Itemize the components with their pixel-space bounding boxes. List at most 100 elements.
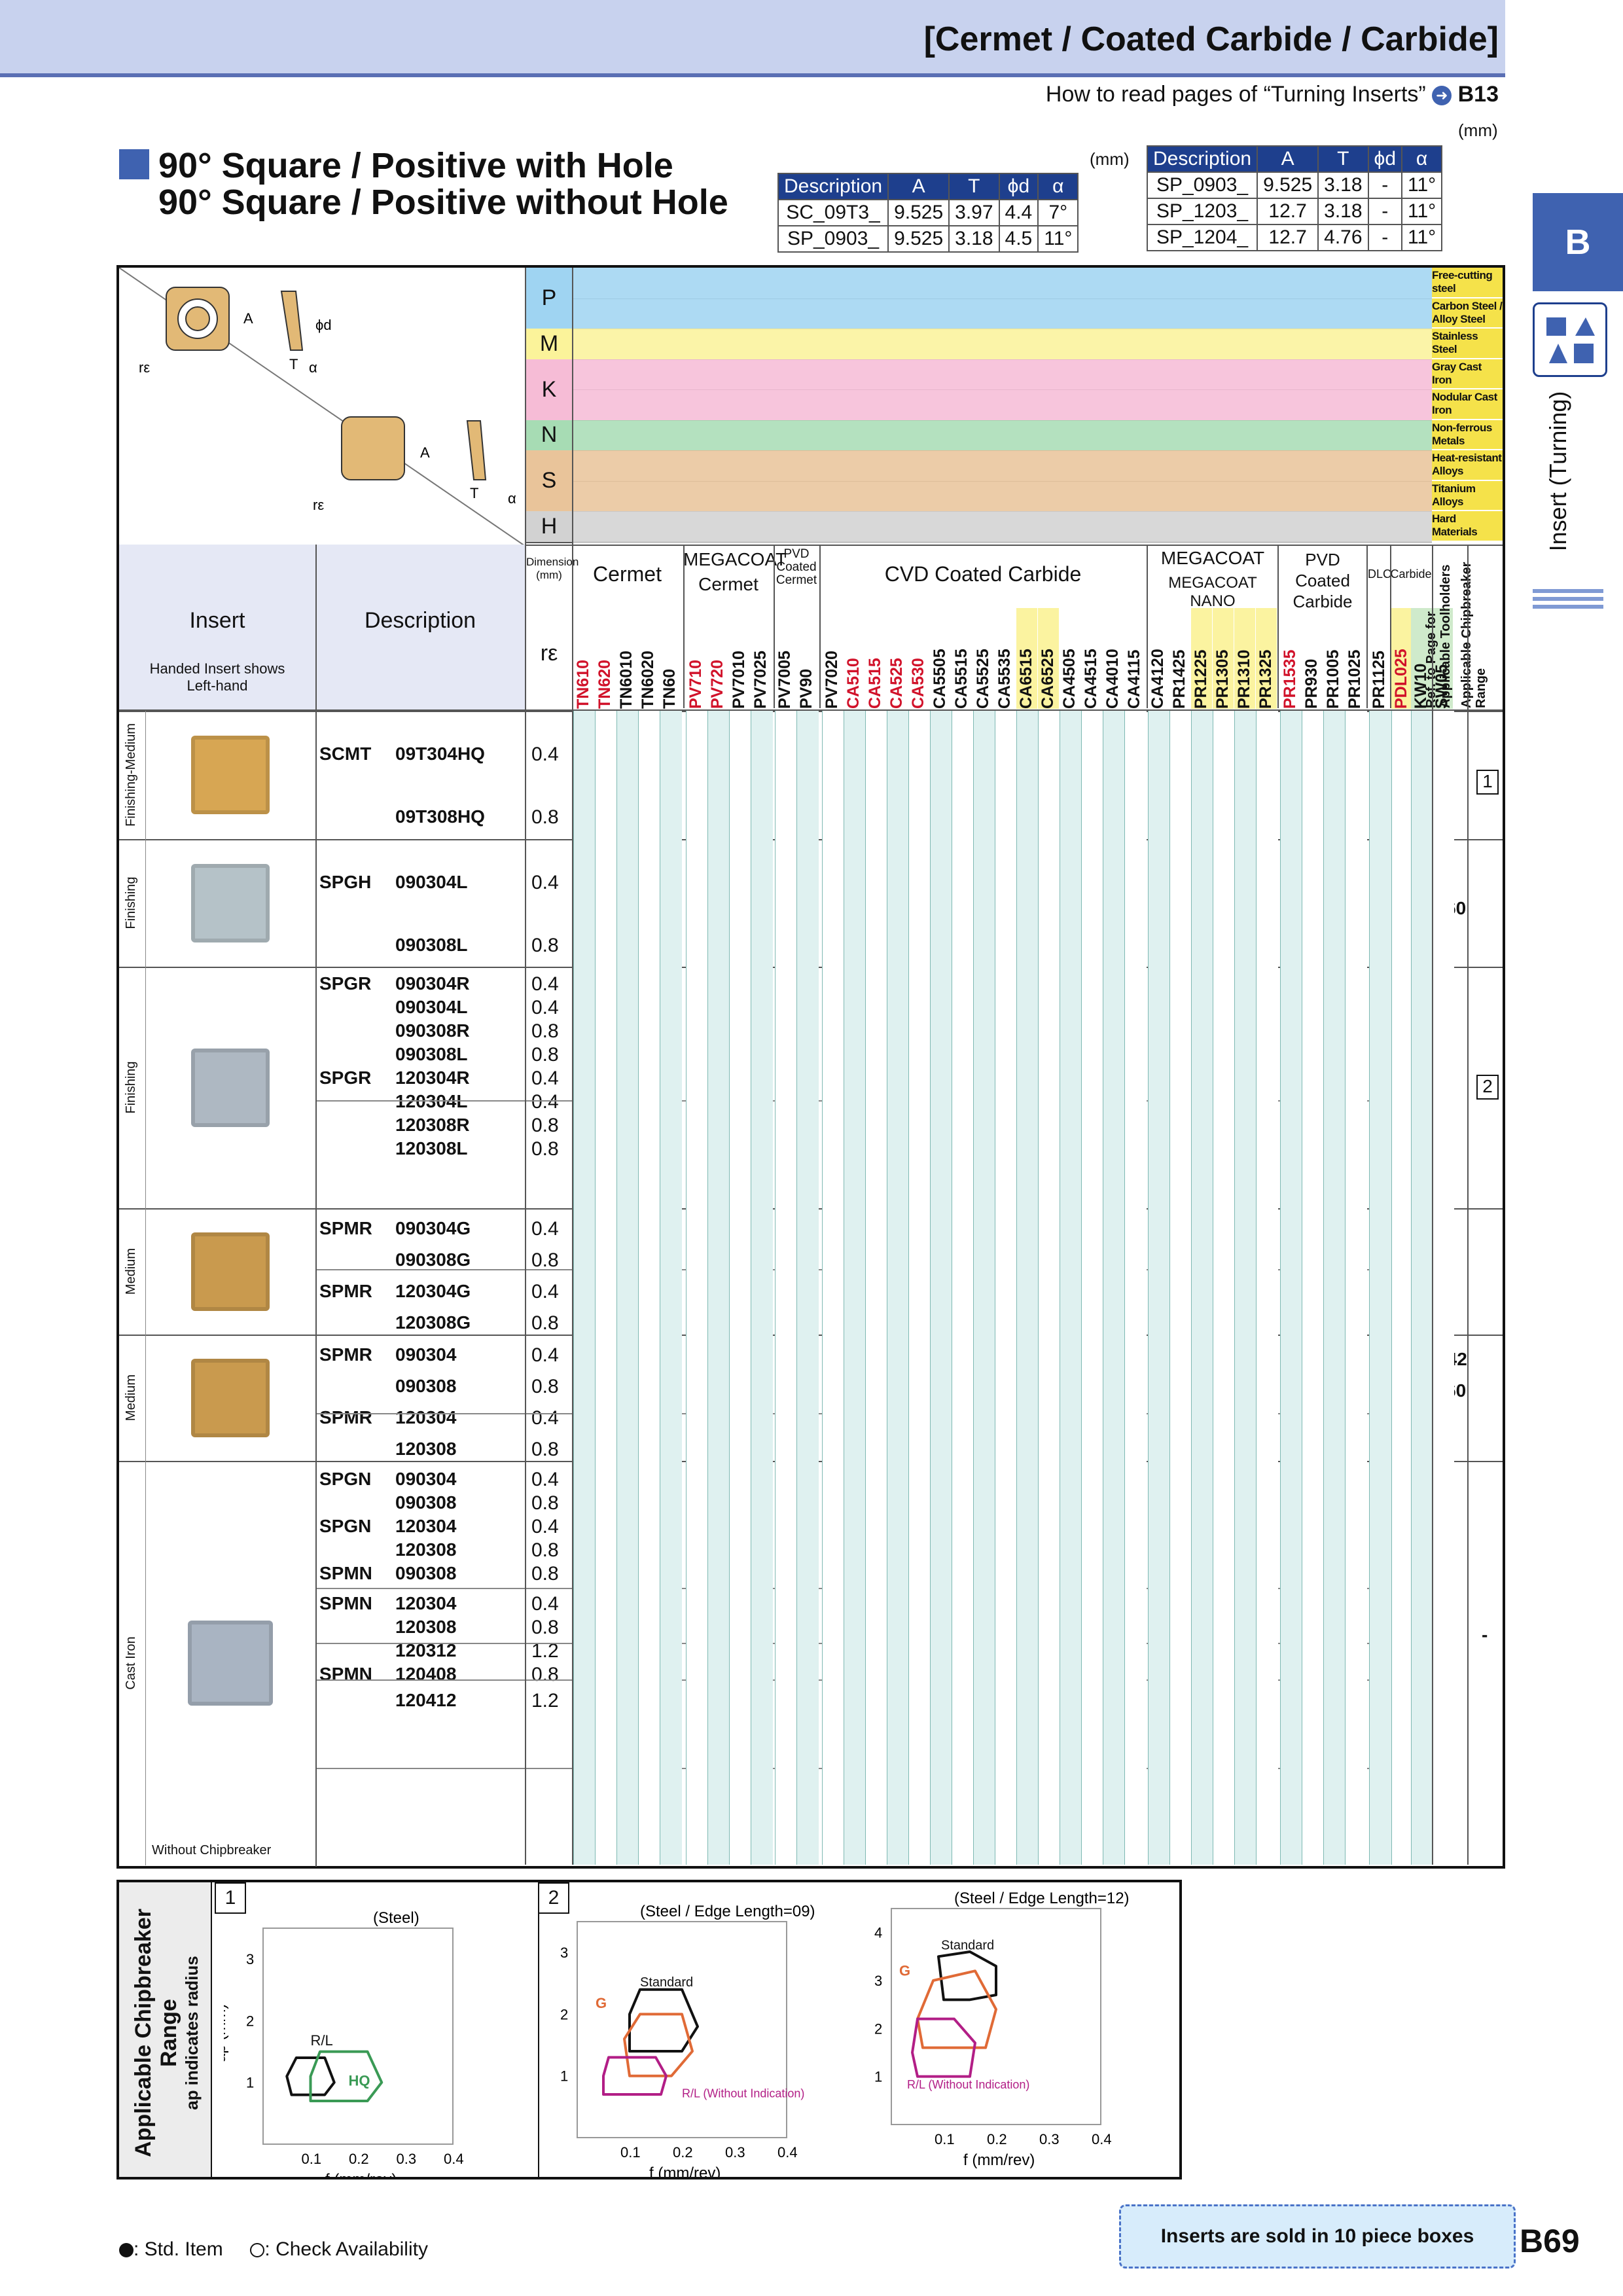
insert-image (191, 1048, 270, 1127)
grade-name: PV7020 (823, 651, 841, 709)
insert-image (191, 863, 270, 942)
column-divider (1390, 545, 1391, 708)
group-label: Finishing (119, 839, 145, 967)
insert-code: SPGN (319, 1469, 372, 1489)
insert-code: SPMN (319, 1593, 372, 1613)
grade-column-bg (573, 711, 596, 1865)
insert-header-bg (119, 545, 525, 709)
group-label: Finishing (119, 967, 145, 1208)
grade-label: CA5535 (995, 608, 1016, 709)
grade-column-bg (1060, 711, 1082, 1865)
boxes-note: Inserts are sold in 10 piece boxes (1119, 2204, 1516, 2269)
y-tick: 2 (246, 2013, 254, 2029)
x-axis-label: f (mm/rev) (963, 2151, 1035, 2169)
range-label: G (596, 1995, 607, 2011)
material-label: Hard Materials (1432, 511, 1503, 541)
header-bottom-line (119, 709, 1503, 711)
grade-column-bg (1256, 711, 1278, 1865)
corner-radius: 0.8 (531, 806, 559, 828)
material-band (572, 420, 1432, 451)
grade-column-bg (686, 711, 708, 1865)
grade-column-bg (844, 711, 866, 1865)
group-label: Medium (119, 1208, 145, 1335)
grade-name: CA4115 (1125, 649, 1143, 709)
spec-cell: 4.4 (998, 199, 1039, 226)
page-title: [Cermet / Coated Carbide / Carbide] (923, 20, 1499, 58)
grade-label: CA6515 (1016, 608, 1037, 709)
grade-name: CA6515 (1017, 649, 1035, 709)
chipbreaker-panel: Applicable Chipbreaker Range ap indicate… (116, 1880, 1182, 2179)
grade-column-bg (1081, 711, 1103, 1865)
grade-name: CA5515 (952, 649, 971, 709)
column-divider (1366, 545, 1368, 708)
spec-cell: 3.18 (948, 225, 1000, 253)
without-chipbreaker-note: Without Chipbreaker (152, 1843, 272, 1857)
insert-code: SPMN (319, 1563, 372, 1583)
group-label: Medium (119, 1335, 145, 1461)
corner-radius: 0.4 (531, 1407, 559, 1429)
std-item-symbol (119, 2243, 134, 2258)
corner-radius: 0.8 (531, 1020, 559, 1042)
spec-cell: - (1367, 171, 1403, 199)
grade-column-bg (796, 711, 819, 1865)
y-tick: 4 (874, 1925, 882, 1941)
howto-link[interactable]: How to read pages of “Turning Inserts” ➜… (1046, 82, 1499, 107)
grade-column-bg (1191, 711, 1213, 1865)
grade-name: TN6020 (639, 651, 657, 709)
x-axis-label: f (mm/rev) (649, 2164, 721, 2177)
grade-name: PR1225 (1192, 649, 1210, 709)
grade-label: CA5505 (930, 608, 951, 709)
insert-image (191, 736, 270, 814)
grade-name: CA530 (909, 658, 927, 709)
corner-radius: 1.2 (531, 1690, 559, 1712)
grade-label: CA4010 (1103, 608, 1124, 709)
grade-column-bg (751, 711, 773, 1865)
group-label-divider (145, 1461, 146, 1865)
spec-cell: 12.7 (1257, 198, 1319, 225)
insert-icon (1533, 302, 1607, 377)
spec-header: A (887, 173, 950, 200)
spec-cell: - (1367, 198, 1403, 225)
corner-radius: 0.4 (531, 1067, 559, 1089)
svg-text:rε: rε (139, 359, 150, 376)
material-band (572, 389, 1432, 421)
vertical-header-text: Ref. to Page for Applicable Toolholders (1424, 564, 1453, 708)
insert-description: 120412 (395, 1690, 457, 1710)
megacoat-cermet-1: MEGACOAT (683, 549, 787, 569)
insert-description: 09T308HQ (395, 806, 485, 827)
material-label: Heat-resistant Alloys (1432, 450, 1503, 480)
x-tick: 0.2 (673, 2144, 693, 2161)
material-label: Titanium Alloys (1432, 480, 1503, 510)
cermet-header: Cermet (593, 562, 662, 586)
grade-column-bg (952, 711, 974, 1865)
insert-description: 090308 (395, 1492, 457, 1513)
grade-divider (572, 268, 573, 1865)
dimension-drawing: A T ϕd α rε A T α rε (119, 268, 525, 546)
svg-text:α: α (508, 490, 516, 507)
material-band (572, 511, 1432, 543)
corner-radius: 0.4 (531, 1281, 559, 1302)
group-label-text: Finishing-Medium (124, 723, 138, 827)
grade-name: PDL025 (1392, 649, 1410, 709)
grade-name: CA5525 (974, 649, 992, 709)
desc-divider (315, 545, 317, 1867)
insert-description: 120408 (395, 1664, 457, 1684)
material-letter-P: P (526, 268, 572, 330)
grade-name: PR1535 (1281, 649, 1299, 709)
grade-column-bg (1124, 711, 1147, 1865)
group-label-text: Finishing (124, 876, 138, 929)
dim-divider (525, 268, 526, 1865)
range-label: R/L (Without Indication) (907, 2078, 1029, 2091)
section-tab[interactable]: B (1533, 193, 1623, 291)
graph-condition: (Steel) (373, 1909, 419, 1927)
unit-left: (mm) (1090, 149, 1130, 169)
insert-description: 090304L (395, 997, 468, 1017)
insert-description: 120304G (395, 1281, 471, 1301)
insert-description: 090304 (395, 1469, 457, 1489)
grade-column-bg (707, 711, 730, 1865)
corner-radius: 0.8 (531, 1664, 559, 1685)
grade-label: TN60 (660, 608, 681, 709)
material-band (572, 359, 1432, 390)
insert-with-hole-drawing: A T ϕd α rε (139, 287, 332, 376)
